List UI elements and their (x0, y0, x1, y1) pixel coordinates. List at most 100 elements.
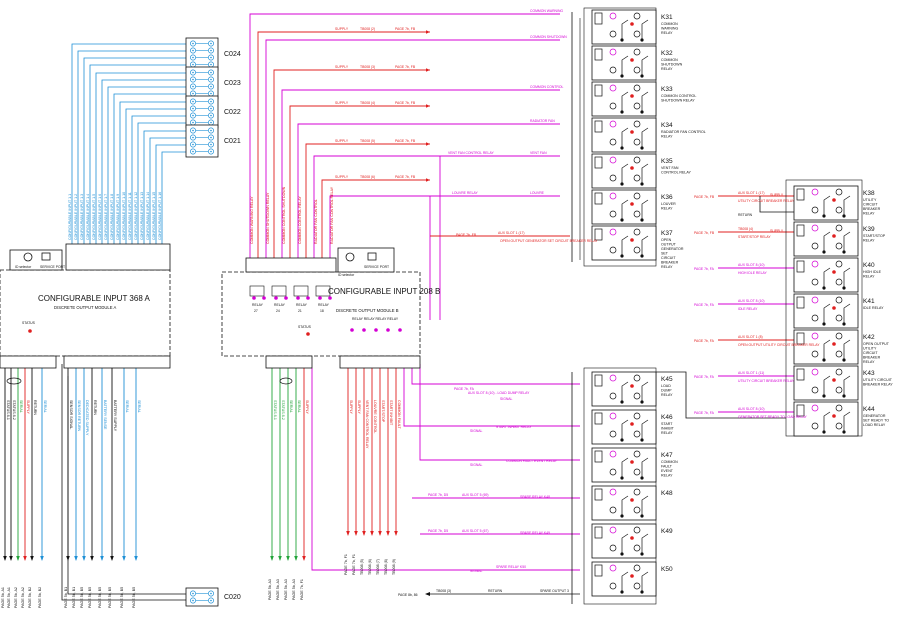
relay-housing (793, 257, 859, 293)
pin-center (210, 143, 212, 146)
page-ref: PAGE 5b, A3 (284, 579, 288, 600)
relay-feed-wire (329, 195, 560, 258)
relay-k48: K48 (591, 485, 673, 521)
arrow-head (40, 556, 44, 561)
relay-terminal (609, 392, 617, 400)
relay-k49: K49 (591, 523, 673, 559)
service-port-icon[interactable] (41, 252, 51, 261)
output-wire-label: SERIAL (125, 400, 129, 413)
relay-dot (822, 430, 826, 434)
relay-id: K36 (661, 194, 673, 201)
relay-terminal (609, 102, 617, 110)
id-selector-dial[interactable] (345, 252, 355, 262)
relay-led (630, 202, 634, 206)
relay-terminal (609, 210, 617, 218)
bus-wire-label: CONFIGURABLE INPUT 1.4 (86, 194, 90, 240)
relay-led (832, 342, 836, 346)
relay-terminal (609, 48, 617, 56)
relay-contact (621, 91, 629, 112)
page-ref: PAGE 5b, B2 (28, 587, 32, 608)
relay-feed-wire (257, 31, 430, 258)
spare-output-label: SPARE OUTPUT 3 (540, 589, 569, 593)
pin-center (192, 592, 194, 595)
relay-terminal (609, 174, 617, 182)
wire-layer (4, 12, 794, 604)
relay-housing (591, 81, 657, 117)
relay-description: RELAY (661, 265, 673, 269)
page-ref: TB008 (6) (368, 559, 372, 575)
relay-feed-wire (297, 123, 560, 258)
relay-coil (594, 120, 603, 133)
relay-feed-wire (313, 155, 560, 258)
relay-housing (793, 293, 859, 329)
slot-label: AUX SLOT 8 (10) (738, 263, 765, 267)
module-b: ID selector SERVICE PORT CONFIGURABLE IN… (221, 247, 440, 369)
relay-dot (620, 476, 624, 480)
relay-contact (641, 419, 649, 440)
relay-dot (822, 358, 826, 362)
arrow-head (90, 556, 94, 561)
right-relay-desc: GENERATOR SET READY TO LOAD RELAY (738, 415, 807, 419)
pin-center (192, 85, 194, 88)
relay-b-number: 27 (254, 309, 258, 313)
relay-contact (843, 231, 851, 252)
output-wire-label: LOUVRE CONTROL (373, 400, 377, 433)
relay-terminal (609, 374, 617, 382)
k47-label: COMMON FAULT EVENT RELAY (506, 459, 558, 463)
relay-contact (621, 419, 629, 440)
relay-terminal (609, 156, 617, 164)
relay-group: K31COMMONWARNINGRELAYK32COMMONSHUTDOWNRE… (591, 9, 893, 597)
module-a-top-header (65, 243, 171, 271)
page-ref: PAGE 8b, 86 (398, 593, 418, 597)
relay-dot (640, 218, 644, 222)
relay-led (832, 378, 836, 382)
supply-label: SUPPLY (335, 175, 349, 179)
relay-terminal (811, 350, 819, 358)
right-relay-desc: OPEN OUTPUT UTILITY CIRCUIT BREAKER RELA… (738, 343, 820, 347)
relay-b-dot (252, 296, 256, 300)
relay-b-label: RELAY (296, 303, 308, 307)
output-wire-label: VENT FAN CONTROL RELAY (365, 400, 369, 449)
bus-wire-label: CONFIGURABLE INPUT 1.9 (116, 194, 120, 240)
signal-label: SIGNAL (500, 397, 513, 401)
relay-housing (591, 523, 657, 559)
relay-led (832, 270, 836, 274)
relay-dot (640, 182, 644, 186)
relay-feed-wire (273, 69, 430, 258)
relay-contact (641, 127, 649, 148)
relay-coil (594, 156, 603, 169)
arrow-head (394, 531, 398, 536)
relay-terminal (835, 296, 843, 304)
vent-fan-label: VENT FAN CONTROL RELAY (448, 151, 494, 155)
relay-description: CIRCUIT (661, 256, 676, 260)
relay-description: LOUVER (661, 202, 676, 206)
relay-dot (842, 358, 846, 362)
right-relay-desc: UTILITY CIRCUIT BREAKER RELAY (738, 379, 795, 383)
relay-description: GENERATOR (863, 414, 886, 418)
relay-description: BREAKER (661, 261, 679, 265)
relay-terminal (633, 564, 641, 572)
service-port-icon[interactable] (367, 252, 377, 261)
relay-description: CIRCUIT (863, 351, 878, 355)
arrow-head (294, 556, 298, 561)
relay-terminal (633, 392, 641, 400)
arrow-head (286, 556, 290, 561)
page-ref: PAGE 5b, A2 (21, 587, 25, 608)
module-b-top-label: RADIATOR FAN CONTROL (314, 199, 318, 244)
relay-coil (594, 412, 603, 425)
relay-contact (641, 457, 649, 478)
id-selector-dial[interactable] (23, 252, 33, 262)
relay-contact (823, 267, 831, 288)
page-ref: TB008 (9) (392, 559, 396, 575)
module-b-top-header (245, 257, 337, 273)
relay-terminal (633, 526, 641, 534)
relay-terminal (633, 84, 641, 92)
arrow-head (354, 531, 358, 536)
relay-coil (594, 564, 603, 577)
connector-label: C022 (224, 109, 241, 116)
relay-coil (796, 404, 805, 417)
